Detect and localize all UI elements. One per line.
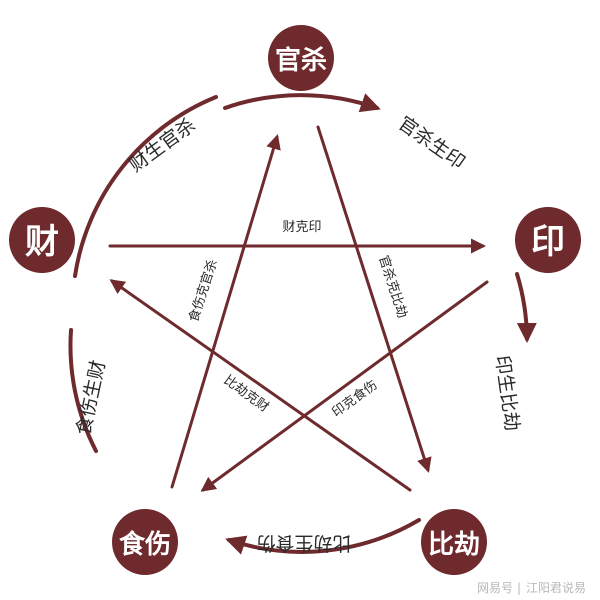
node-shishang-label: 食伤	[119, 529, 171, 560]
node-guansha-label: 官杀	[275, 45, 327, 76]
watermark-source: 网易号	[477, 581, 513, 595]
node-bijie-circle	[421, 509, 487, 575]
arc-cai-to-guansha	[73, 95, 218, 278]
line-guansha-ke-bijie	[316, 125, 432, 473]
node-cai-label: 财	[25, 222, 59, 262]
node-bijie: 比劫	[421, 509, 487, 575]
generation-cycle	[68, 93, 537, 555]
node-guansha: 官杀	[268, 25, 334, 91]
arc-bijie-to-shishang	[225, 518, 421, 555]
label-cai-ke-yin: 财克印	[282, 220, 321, 235]
label-bijie-sheng-shishang: 比劫生食伤	[256, 532, 351, 554]
label-cai-sheng-guansha: 财生官杀	[125, 114, 199, 176]
line-yin-ke-shishang	[200, 280, 489, 492]
line-bijie-ke-cai	[109, 279, 412, 492]
node-yin-label: 印	[531, 222, 565, 262]
label-shishang-ke-guansha: 食伤克官杀	[186, 257, 221, 324]
node-cai-circle	[9, 207, 75, 273]
node-bijie-label: 比劫	[428, 530, 480, 560]
node-yin: 印	[515, 207, 581, 273]
watermark-author: 江阳君说易	[526, 580, 586, 595]
control-star	[108, 125, 489, 492]
node-cai: 财	[9, 207, 75, 273]
node-shishang: 食伤	[112, 509, 178, 575]
label-bijie-ke-cai: 比劫克财	[221, 373, 272, 416]
arc-yin-to-bijie	[515, 272, 537, 343]
watermark-separator: |	[517, 581, 521, 595]
watermark: 网易号 | 江阳君说易	[477, 580, 586, 595]
label-guansha-ke-bijie: 官杀克比劫	[375, 253, 410, 320]
arc-guansha-to-yin	[223, 93, 381, 113]
label-yin-sheng-bijie: 印生比劫	[491, 354, 523, 432]
arc-shishang-to-cai	[68, 328, 98, 453]
node-yin-circle	[515, 207, 581, 273]
label-guansha-sheng-yin: 官杀生印	[394, 112, 469, 174]
node-guansha-circle	[268, 25, 334, 91]
node-shishang-circle	[112, 509, 178, 575]
line-shishang-ke-guansha	[170, 134, 281, 489]
label-yin-ke-shishang: 印克食伤	[329, 377, 380, 421]
